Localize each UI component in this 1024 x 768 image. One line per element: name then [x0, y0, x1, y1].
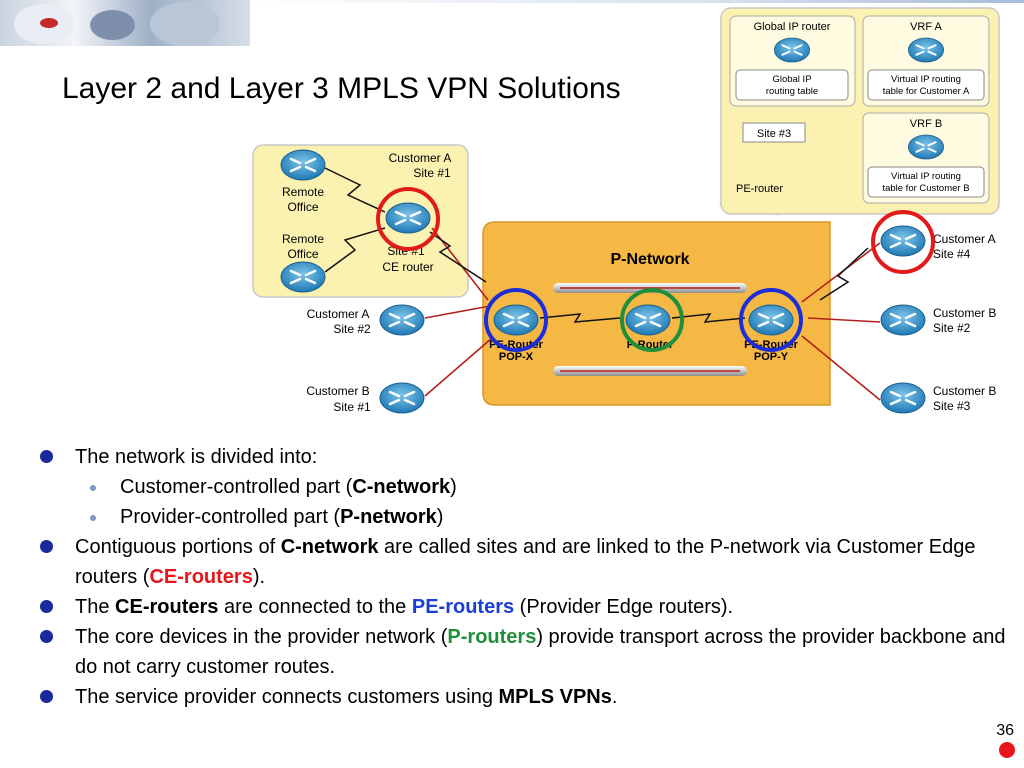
page-number: 36 — [996, 722, 1014, 739]
p-network-core: P-Network PE-Router POP-X P-Router PE-Ro… — [482, 221, 831, 406]
left-site2-line1: Customer B — [306, 384, 369, 398]
left-site1-line1: Customer A — [307, 307, 370, 321]
p-router-highlight-ring — [620, 288, 684, 352]
bullet-item: The CE-routers are connected to the PE-r… — [40, 592, 1015, 622]
site3-callout-label: Site #3 — [757, 128, 791, 140]
vrf-a-label: VRF A — [910, 21, 942, 33]
sub-bullet-item: Customer-controlled part (C-network) — [40, 472, 1015, 502]
right-site-customer-b3: Customer B Site #3 — [879, 381, 996, 415]
bullet-text: (Provider Edge routers). — [514, 596, 734, 618]
bullet-text: ) provide transport across the provider … — [75, 626, 1006, 678]
pe-router-y-line2: POP-Y — [754, 351, 789, 363]
bullet-emphasis-blue: PE-routers — [411, 596, 515, 618]
bullet-emphasis: P-network — [340, 506, 437, 528]
ce-router-highlight-ring — [376, 187, 440, 251]
bullet-emphasis: C-network — [280, 536, 379, 558]
sub-bullet-item: Provider-controlled part (P-network) — [40, 502, 1015, 532]
global-ip-table-line2: routing table — [766, 86, 818, 97]
bullet-emphasis: C-network — [352, 476, 451, 498]
vrf-b-table-line1: Virtual IP routing — [891, 171, 961, 182]
right-site2-line2: Site #2 — [933, 321, 971, 335]
bullet-emphasis-green: P-routers — [447, 626, 537, 648]
bullet-text: The core devices in the provider network… — [75, 626, 448, 648]
header-accent-line — [250, 0, 1024, 3]
pe-router-y-highlight-ring — [739, 288, 803, 352]
bullet-emphasis: MPLS VPNs — [498, 686, 612, 708]
vrf-a-table-line2: table for Customer A — [883, 86, 970, 97]
bullet-text: ). — [252, 566, 266, 588]
header-photo — [0, 0, 250, 46]
right-site3-line1: Customer B — [933, 384, 996, 398]
right-site3-line2: Site #3 — [933, 399, 971, 413]
bullet-text: Customer-controlled part ( — [120, 476, 353, 498]
bullet-text: The — [75, 596, 116, 618]
pe-router-detail-label: PE-router — [736, 183, 783, 195]
bullet-text: The service provider connects customers … — [75, 686, 499, 708]
left-site-customer-b1: Customer B Site #1 — [306, 381, 426, 415]
right-site2-line1: Customer B — [933, 306, 996, 320]
pe-detail-callout: Global IP router Global IP routing table… — [718, 7, 1000, 216]
vrf-b-label: VRF B — [910, 118, 942, 130]
bullet-text: are connected to the — [218, 596, 412, 618]
bullet-item: The core devices in the provider network… — [40, 622, 1015, 682]
bullet-text: . — [611, 686, 618, 708]
bullet-text: The network is divided into: — [75, 446, 318, 468]
remote-office1-line2: Office — [287, 200, 318, 214]
bullet-emphasis-red: CE-routers — [149, 566, 253, 588]
global-ip-table-line1: Global IP — [772, 74, 811, 85]
page-marker-dot — [999, 742, 1015, 758]
site1-customer-line2: Site #1 — [413, 166, 451, 180]
bullet-text: Provider-controlled part ( — [120, 506, 341, 528]
pe-router-x-highlight-ring — [484, 288, 548, 352]
bullet-item: Contiguous portions of C-network are cal… — [40, 532, 1015, 592]
bullet-item: The network is divided into: — [40, 442, 1015, 472]
p-network-label: P-Network — [610, 251, 689, 268]
right-site-customer-a4: Customer A Site #4 — [879, 224, 996, 261]
left-site2-line2: Site #1 — [333, 400, 371, 414]
vrf-a-table-line1: Virtual IP routing — [891, 74, 961, 85]
ce-router-line2: CE router — [382, 260, 433, 274]
ce-router-a4-highlight-ring — [871, 210, 935, 274]
left-site1-line2: Site #2 — [333, 322, 371, 336]
right-site1-line2: Site #4 — [933, 247, 971, 261]
remote-office2-line1: Remote — [282, 232, 324, 246]
right-site1-line1: Customer A — [933, 232, 996, 246]
network-diagram: Global IP router Global IP routing table… — [252, 7, 1000, 415]
right-site-customer-b2: Customer B Site #2 — [879, 303, 996, 337]
bullet-text: ) — [450, 476, 457, 498]
customer-a-site1-box: Customer A Site #1 Remote Office Remote … — [252, 144, 469, 298]
site1-customer-line1: Customer A — [389, 151, 452, 165]
remote-office2-line2: Office — [287, 247, 318, 261]
bullet-text: Contiguous portions of — [75, 536, 281, 558]
global-ip-router-label: Global IP router — [754, 21, 831, 33]
left-site-customer-a2: Customer A Site #2 — [307, 303, 426, 337]
bullet-item: The service provider connects customers … — [40, 682, 1015, 712]
serial-links — [429, 231, 869, 301]
bullet-emphasis: CE-routers — [115, 596, 219, 618]
bullet-text: are called sites and are linked to the P… — [75, 536, 976, 588]
remote-office1-line1: Remote — [282, 185, 324, 199]
pe-router-x-line2: POP-X — [499, 351, 534, 363]
slide-title: Layer 2 and Layer 3 MPLS VPN Solutions — [62, 72, 621, 105]
bullet-list: The network is divided into: Customer-co… — [40, 442, 1015, 712]
bullet-text: ) — [436, 506, 444, 528]
vrf-b-table-line2: table for Customer B — [882, 183, 969, 194]
